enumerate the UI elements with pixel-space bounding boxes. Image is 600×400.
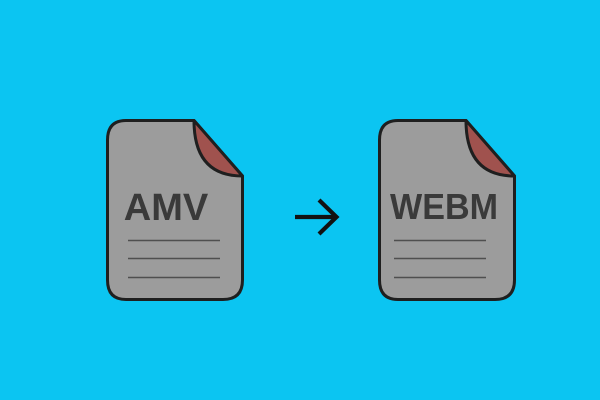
arrow-head [317,198,340,236]
file-format-label: AMV [124,187,209,229]
file-icon-webm: WEBM [378,119,516,301]
file-icon-amv: AMV [106,119,244,301]
file-format-label: WEBM [390,186,498,227]
folded-corner-icon [464,119,516,178]
right-arrow-icon [295,198,340,236]
folded-corner-icon [192,119,244,178]
